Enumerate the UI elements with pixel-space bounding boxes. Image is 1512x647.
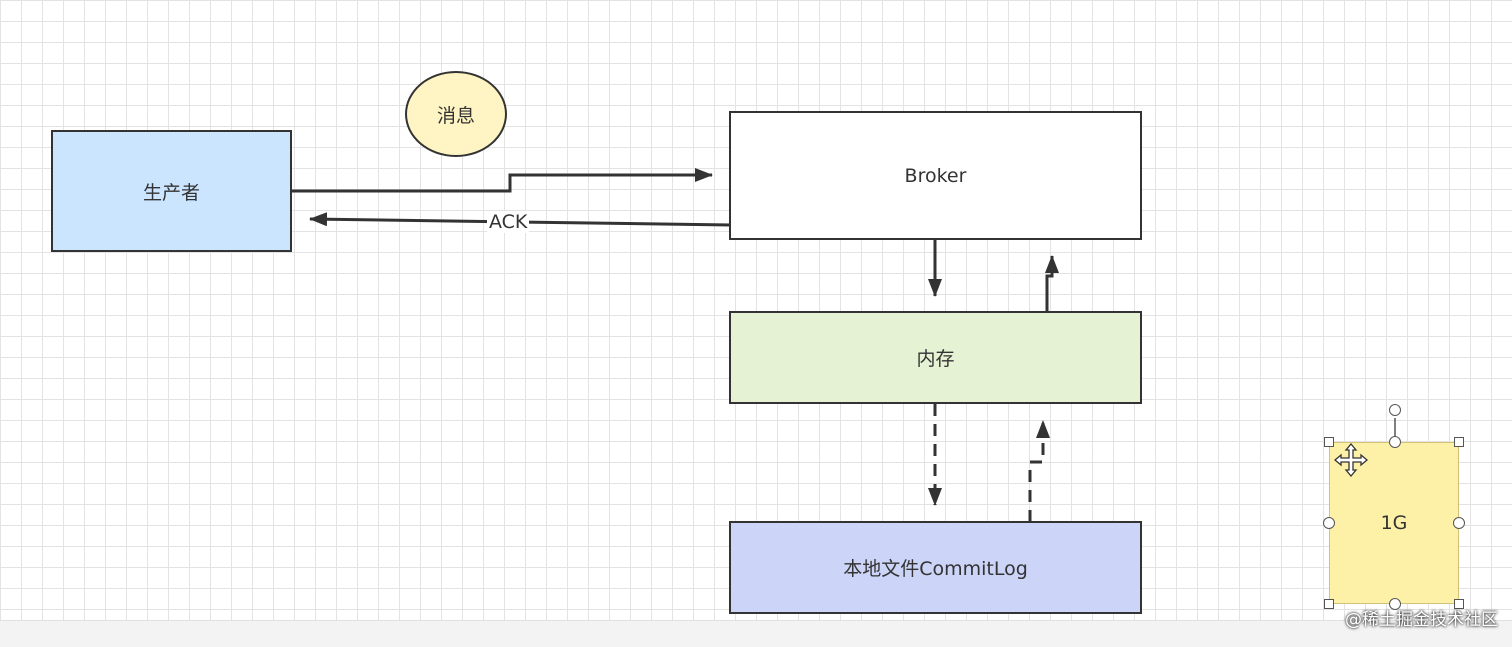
diagram-canvas[interactable]: 生产者 消息 Broker 内存 本地文件CommitLog ACK 1G — [0, 0, 1512, 620]
edge-producer-to-broker[interactable] — [292, 168, 713, 193]
note-resize-handle-se[interactable] — [1454, 599, 1464, 609]
note-resize-handle-n[interactable] — [1389, 436, 1401, 448]
bottom-bar — [0, 620, 1512, 647]
note-resize-handle-e[interactable] — [1453, 517, 1465, 529]
commitlog-box[interactable]: 本地文件CommitLog — [729, 521, 1142, 614]
note-label: 1G — [1380, 512, 1408, 534]
broker-box[interactable]: Broker — [729, 111, 1142, 240]
producer-box[interactable]: 生产者 — [51, 130, 292, 252]
producer-label: 生产者 — [142, 181, 200, 204]
ack-label: ACK — [487, 211, 530, 233]
move-cursor-icon — [1333, 442, 1369, 478]
memory-box[interactable]: 内存 — [729, 311, 1142, 404]
broker-label: Broker — [904, 164, 967, 187]
memory-label: 内存 — [916, 348, 955, 370]
note-resize-handle-nw[interactable] — [1324, 437, 1334, 447]
note-resize-handle-ne[interactable] — [1454, 437, 1464, 447]
edge-memory-to-broker[interactable] — [1045, 255, 1059, 312]
note-resize-handle-sw[interactable] — [1324, 599, 1334, 609]
note-resize-handle-s[interactable] — [1389, 598, 1401, 610]
message-ellipse[interactable]: 消息 — [405, 71, 507, 157]
watermark: @稀土掘金技术社区 — [1345, 610, 1498, 630]
commitlog-label: 本地文件CommitLog — [843, 558, 1028, 580]
edge-commitlog-to-memory[interactable] — [1028, 420, 1050, 522]
note-resize-handle-w[interactable] — [1323, 517, 1335, 529]
message-label: 消息 — [436, 104, 475, 127]
note-rotate-handle[interactable] — [1389, 404, 1401, 416]
connector-layer — [292, 168, 1460, 522]
